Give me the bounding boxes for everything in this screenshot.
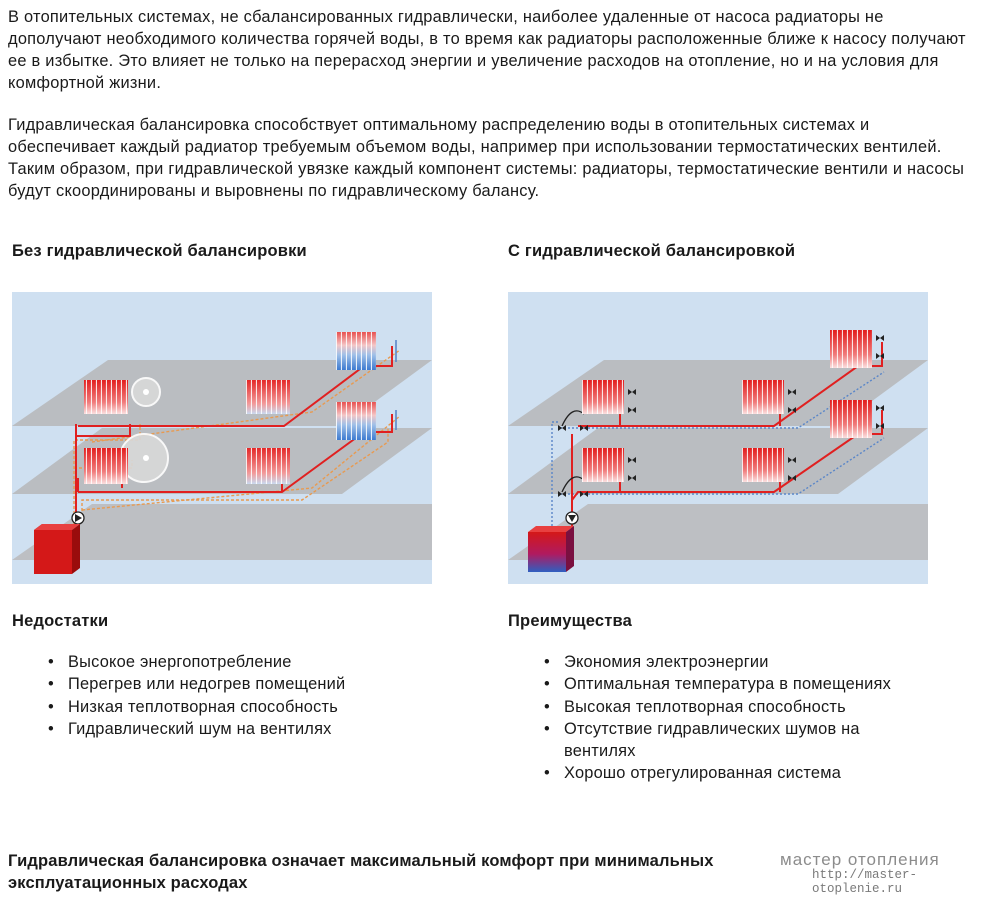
watermark-url: http://master-otoplenie.ru — [812, 868, 918, 896]
floor-ground — [508, 504, 928, 560]
watermark-text: мастер отопления — [780, 850, 940, 869]
list-item: Экономия электроэнергии — [544, 651, 904, 674]
radiator-mid-lower — [742, 448, 784, 482]
pros-list: Экономия электроэнергии Оптимальная темп… — [544, 651, 904, 785]
radiator-near-upper — [84, 380, 128, 414]
pros-heading: Преимущества — [508, 612, 633, 630]
list-item: Высокая теплотворная способность — [544, 696, 904, 719]
radiator-far-lower — [336, 402, 376, 440]
list-item: Оптимальная температура в помещениях — [544, 673, 904, 696]
heading-without-balancing: Без гидравлической балансировки — [12, 242, 307, 260]
list-item: Хорошо отрегулированная система — [544, 762, 904, 785]
diagram-without-balancing — [12, 292, 432, 584]
list-item: Гидравлический шум на вентилях — [48, 718, 448, 741]
radiator-near-upper — [582, 380, 624, 414]
heading-with-balancing: С гидравлической балансировкой — [508, 242, 796, 260]
radiator-mid-lower — [246, 448, 290, 484]
radiator-mid-upper — [246, 380, 290, 414]
cons-list: Высокое энергопотребление Перегрев или н… — [48, 651, 448, 740]
list-item: Высокое энергопотребление — [48, 651, 448, 674]
boiler — [34, 524, 80, 574]
cons-heading: Недостатки — [12, 612, 109, 630]
list-item: Отсутствие гидравлических шумов на венти… — [544, 718, 904, 763]
list-item: Низкая теплотворная способность — [48, 696, 448, 719]
intro-paragraph-2: Гидравлическая балансировка способствует… — [8, 116, 965, 200]
boiler — [528, 526, 574, 572]
radiator-near-lower — [582, 448, 624, 482]
diagram-with-balancing — [508, 292, 928, 584]
radiator-near-lower — [84, 448, 128, 484]
radiator-far-upper — [830, 330, 872, 368]
radiator-mid-upper — [742, 380, 784, 414]
intro-paragraph-1: В отопительных системах, не сбалансирова… — [8, 8, 966, 92]
radiator-far-lower — [830, 400, 872, 438]
floor-ground — [12, 504, 432, 560]
list-item: Перегрев или недогрев помещений — [48, 673, 448, 696]
conclusion-text: Гидравлическая балансировка означает мак… — [8, 852, 714, 892]
radiator-far-upper — [336, 332, 376, 370]
